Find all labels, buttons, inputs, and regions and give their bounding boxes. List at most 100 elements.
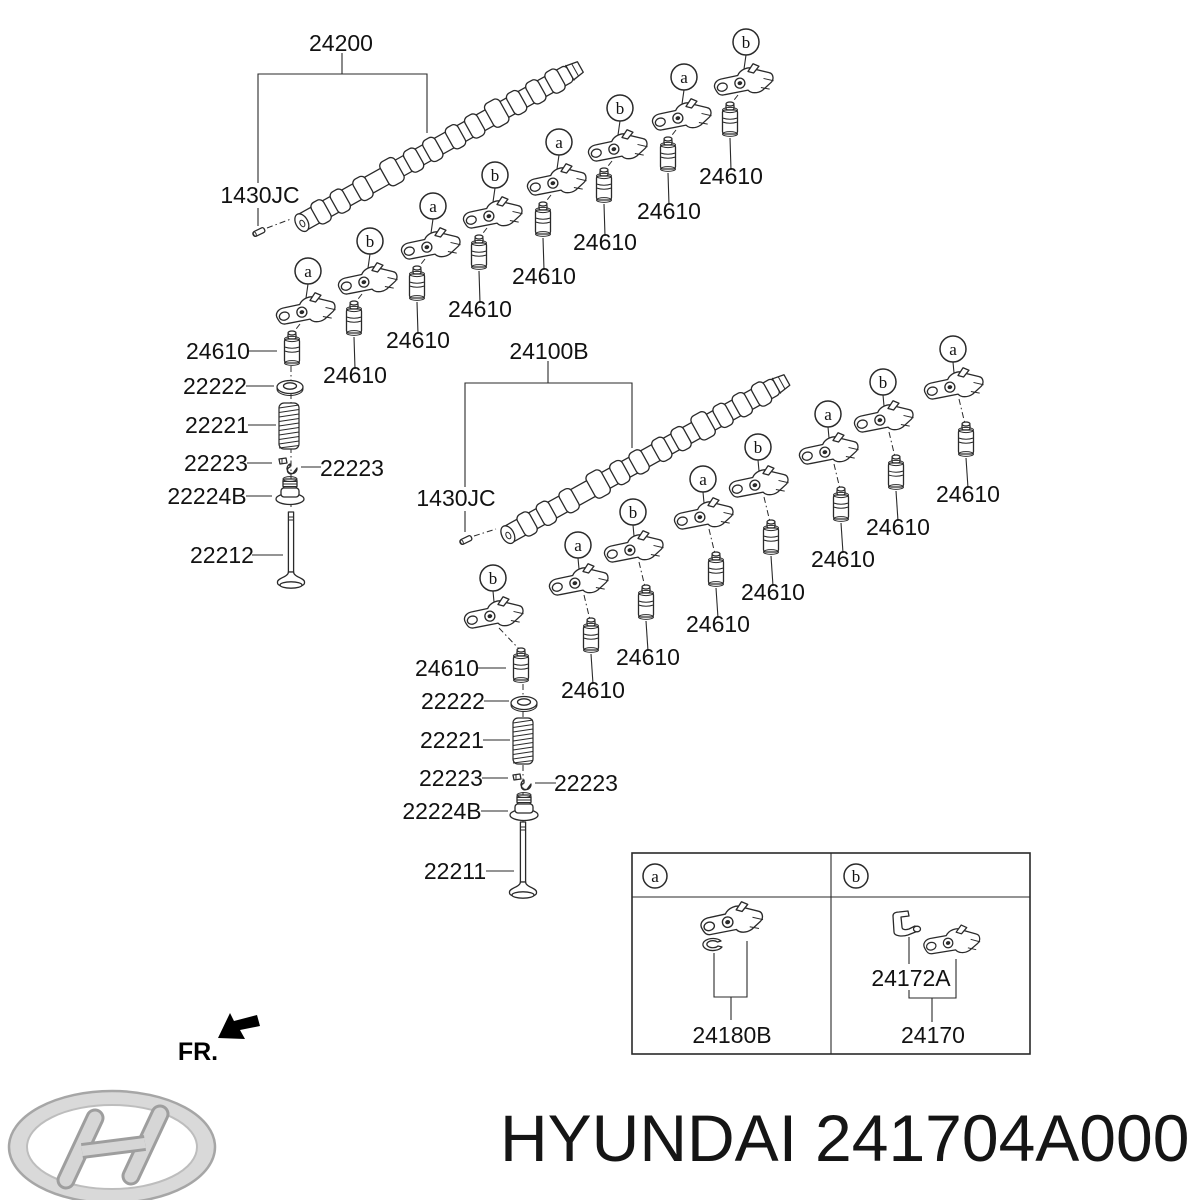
part-label-adjuster: 24610 xyxy=(512,263,576,289)
part-label-clip: 24172A xyxy=(871,965,951,991)
rocker-group-top-a: a 24610 xyxy=(186,257,339,367)
marker-circle-a xyxy=(419,192,447,220)
part-label-adjuster: 24610 xyxy=(573,229,637,255)
marker-letter-a: a xyxy=(555,133,563,152)
part-label-adjuster: 24610 xyxy=(686,611,750,637)
part-label-spring-retainer: 22222 xyxy=(183,373,247,399)
marker-circle-b xyxy=(869,368,897,396)
part-label-adjuster: 24610 xyxy=(637,198,701,224)
part-label-adjuster: 24610 xyxy=(699,163,763,189)
marker-letter-a: a xyxy=(680,68,688,87)
part-label-adjuster: 24610 xyxy=(323,362,387,388)
legend-marker-b xyxy=(843,863,869,889)
hyundai-logo xyxy=(7,1089,217,1200)
legend-table: a 24180B b 24172A 24170 xyxy=(631,852,1031,1055)
marker-letter-b: b xyxy=(754,438,763,457)
marker-circle-a xyxy=(564,531,592,559)
rocker-group-top-b: b 24610 xyxy=(573,94,651,255)
marker-letter-a: a xyxy=(574,536,582,555)
rocker-group-mid-a: a 24610 xyxy=(545,531,625,703)
part-label-rocker-b: 24170 xyxy=(901,1022,965,1048)
part-label-adjuster: 24610 xyxy=(386,327,450,353)
legend-cell-b: b 24172A 24170 xyxy=(843,863,983,1048)
part-label-adjuster: 24610 xyxy=(741,579,805,605)
marker-circle-a xyxy=(670,63,698,91)
legend-marker-a xyxy=(642,863,668,889)
marker-letter-b: b xyxy=(491,166,500,185)
marker-letter-b: b xyxy=(489,569,498,588)
marker-circle-b xyxy=(479,564,507,592)
legend-letter-a: a xyxy=(651,867,659,886)
part-label-adjuster: 24610 xyxy=(936,481,1000,507)
part-label-adjuster: 24610 xyxy=(616,644,680,670)
part-label-pin-top: 1430JC xyxy=(220,182,299,208)
marker-letter-b: b xyxy=(742,33,751,52)
marker-letter-b: b xyxy=(879,373,888,392)
part-label-adjuster: 24610 xyxy=(561,677,625,703)
rocker-group-top-a: a 24610 xyxy=(637,63,715,224)
part-label-adjuster: 24610 xyxy=(415,655,479,681)
marker-circle-a xyxy=(814,400,842,428)
marker-letter-a: a xyxy=(824,405,832,424)
legend-letter-b: b xyxy=(852,867,861,886)
rocker-group-mid-a: a 24610 xyxy=(795,400,875,572)
marker-circle-b xyxy=(619,498,647,526)
valve-stack-mid: 22222 22221 22223 22223 22224B 22211 xyxy=(402,684,618,899)
marker-circle-b xyxy=(732,28,760,56)
marker-circle-a xyxy=(294,257,322,285)
marker-circle-b xyxy=(744,433,772,461)
rocker-group-top-b: b 24610 xyxy=(448,161,526,322)
rocker-group-top-b: b 24610 xyxy=(323,227,401,388)
marker-letter-a: a xyxy=(304,262,312,281)
marker-circle-a xyxy=(689,465,717,493)
rocker-groups: a 24610 b 24610 a 24610 b 24610 a 24610 b 24610 a 246… xyxy=(186,28,1000,703)
part-label-adjuster: 24610 xyxy=(866,514,930,540)
marker-circle-b xyxy=(481,161,509,189)
marker-letter-a: a xyxy=(429,197,437,216)
marker-letter-b: b xyxy=(629,503,638,522)
part-label-retainer-lock: 22223 xyxy=(554,770,618,796)
front-arrow-icon xyxy=(218,1013,260,1039)
part-label-camshaft-top: 24200 xyxy=(309,30,373,56)
part-label-stem-seal: 22224B xyxy=(402,798,481,824)
marker-letter-b: b xyxy=(366,232,375,251)
rocker-group-top-a: a 24610 xyxy=(386,192,464,353)
part-label-rocker-a: 24180B xyxy=(692,1022,771,1048)
marker-letter-b: b xyxy=(616,99,625,118)
part-label-valve-a: 22212 xyxy=(190,542,254,568)
front-label: FR. xyxy=(178,1038,218,1066)
rocker-group-top-a: a 24610 xyxy=(512,128,590,289)
part-label-pin-mid: 1430JC xyxy=(416,485,495,511)
front-direction-marker: FR. xyxy=(178,1013,260,1066)
rocker-group-mid-a: a 24610 xyxy=(670,465,750,637)
marker-circle-b xyxy=(356,227,384,255)
part-label-adjuster: 24610 xyxy=(811,546,875,572)
marker-letter-a: a xyxy=(949,340,957,359)
camshaft-top-group: 24200 1430JC xyxy=(220,30,588,238)
part-label-retainer-lock: 22223 xyxy=(419,765,483,791)
part-label-valve-spring: 22221 xyxy=(420,727,484,753)
part-label-retainer-lock: 22223 xyxy=(320,455,384,481)
part-label-valve-spring: 22221 xyxy=(185,412,249,438)
camshaft-mid-group: 24100B 1430JC xyxy=(416,338,794,550)
rocker-group-mid-b: b 24610 xyxy=(725,433,805,605)
marker-circle-a xyxy=(939,335,967,363)
rocker-group-mid-b: b 24610 xyxy=(850,368,930,540)
part-label-valve-b: 22211 xyxy=(424,858,486,884)
legend-cell-a: a 24180B xyxy=(642,863,772,1048)
marker-circle-b xyxy=(606,94,634,122)
part-label-retainer-lock: 22223 xyxy=(184,450,248,476)
part-label-adjuster: 24610 xyxy=(448,296,512,322)
part-label-camshaft-mid: 24100B xyxy=(509,338,588,364)
part-label-spring-retainer: 22222 xyxy=(421,688,485,714)
rocker-group-mid-a: a 24610 xyxy=(920,335,1000,507)
part-label-adjuster: 24610 xyxy=(186,338,250,364)
rocker-group-top-b: b 24610 xyxy=(699,28,777,189)
marker-circle-a xyxy=(545,128,573,156)
rocker-group-mid-b: b 24610 xyxy=(415,564,530,684)
rocker-group-mid-b: b 24610 xyxy=(600,498,680,670)
marker-letter-a: a xyxy=(699,470,707,489)
